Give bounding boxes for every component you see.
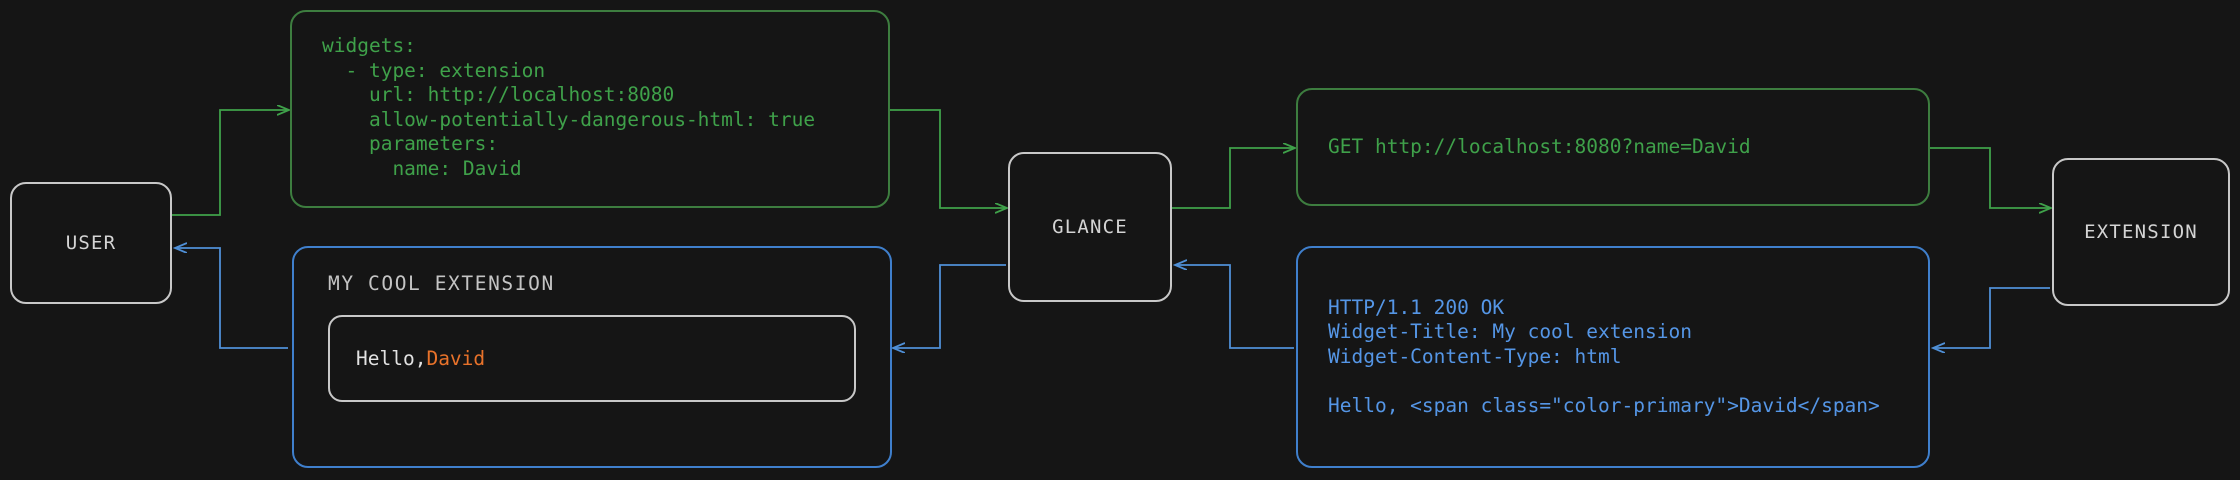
rendered-widget-name: David xyxy=(426,347,486,370)
http-request-code: GET http://localhost:8080?name=David xyxy=(1328,134,1751,158)
panel-rendered-widget: MY COOL EXTENSION Hello, David xyxy=(292,246,892,468)
rendered-widget-title: MY COOL EXTENSION xyxy=(328,272,555,295)
config-yaml-code: widgets: - type: extension url: http://l… xyxy=(322,34,816,180)
panel-http-response: HTTP/1.1 200 OK Widget-Title: My cool ex… xyxy=(1296,246,1930,468)
panel-config-yaml: widgets: - type: extension url: http://l… xyxy=(290,10,890,208)
edge-user-to-config xyxy=(172,110,288,216)
node-glance-label: GLANCE xyxy=(1052,216,1128,238)
edge-response-to-glance xyxy=(1176,265,1294,349)
edge-glance-to-request xyxy=(1172,148,1294,209)
node-glance[interactable]: GLANCE xyxy=(1008,152,1172,302)
rendered-widget-body: Hello, David xyxy=(328,315,856,402)
rendered-widget-greeting: Hello, xyxy=(356,347,427,370)
node-extension-label: EXTENSION xyxy=(2084,221,2198,243)
node-extension[interactable]: EXTENSION xyxy=(2052,158,2230,306)
http-response-code: HTTP/1.1 200 OK Widget-Title: My cool ex… xyxy=(1328,295,1880,417)
edge-request-to-extension xyxy=(1930,147,2050,208)
panel-http-request: GET http://localhost:8080?name=David xyxy=(1296,88,1930,206)
node-user[interactable]: USER xyxy=(10,182,172,304)
edge-glance-to-widget xyxy=(894,264,1006,348)
edge-config-to-glance xyxy=(890,109,1006,208)
edge-widget-to-user xyxy=(176,248,288,349)
node-user-label: USER xyxy=(65,232,117,254)
edge-extension-to-response xyxy=(1934,287,2050,348)
